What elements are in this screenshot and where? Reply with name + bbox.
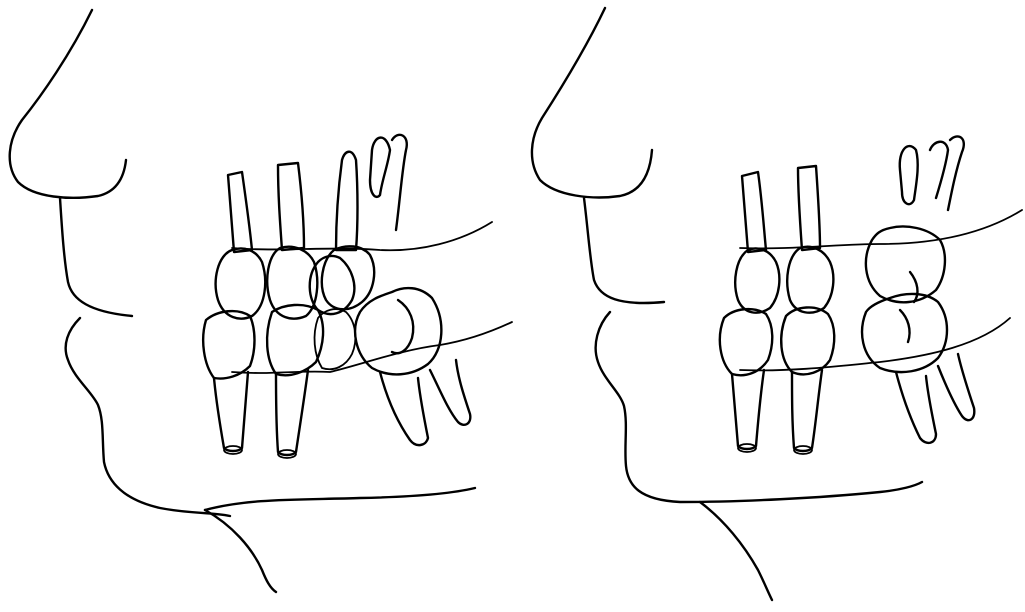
right-face-profile	[532, 8, 922, 502]
left-upper-tooth-1	[216, 172, 266, 319]
right-upper-occlusal-line	[740, 210, 1022, 248]
left-molar	[355, 288, 470, 445]
left-lower-tooth-1	[203, 311, 254, 454]
right-upper-tooth-1	[735, 172, 779, 313]
right-lower-tooth-2	[781, 307, 834, 454]
left-lower-occlusal-line	[232, 322, 512, 373]
right-lower-tooth-1	[720, 309, 772, 452]
left-upper-occlusal-line	[232, 222, 492, 250]
left-jaw-line	[205, 488, 475, 510]
left-neck-line	[205, 510, 276, 592]
left-upper-tooth-3	[322, 135, 407, 309]
right-upper-tooth-2	[787, 166, 833, 313]
right-upper-molar	[866, 136, 964, 302]
right-neck-line	[700, 502, 772, 600]
panel-right	[532, 8, 1022, 600]
left-face-profile	[10, 10, 230, 516]
right-lower-molar	[862, 294, 974, 443]
panel-left	[10, 10, 512, 592]
